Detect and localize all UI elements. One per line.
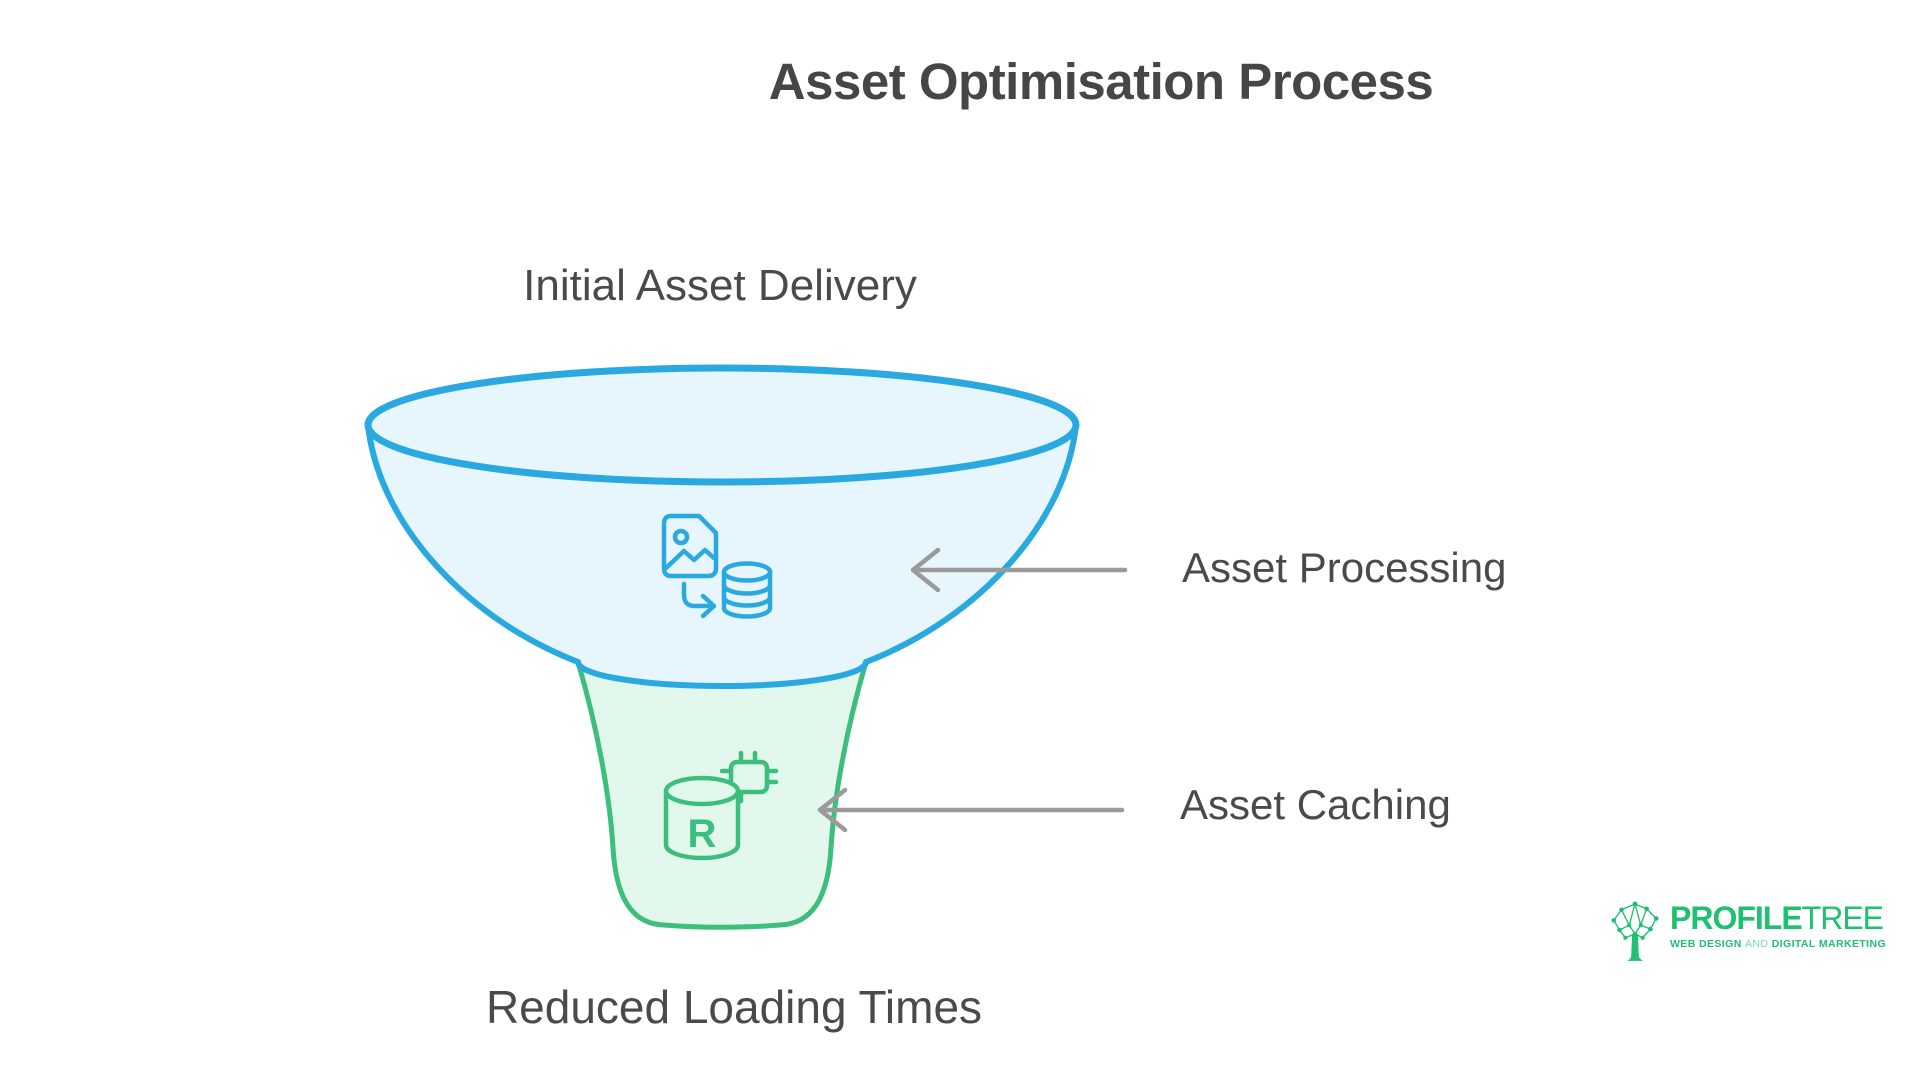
cache-letter: R (688, 812, 717, 856)
page-title: Asset Optimisation Process (768, 53, 1434, 110)
logo-brand-secondary: TREE (1801, 900, 1884, 936)
funnel-upper-section (364, 364, 1080, 689)
cache-database-icon: R (663, 775, 741, 861)
database-icon (721, 561, 773, 619)
arrow-asset-caching (817, 787, 1125, 833)
funnel-output-label: Reduced Loading Times (485, 981, 983, 1033)
funnel-input-label: Initial Asset Delivery (523, 261, 917, 310)
stage-label-asset-processing: Asset Processing (1182, 544, 1507, 591)
funnel-top-ellipse (364, 364, 1080, 486)
logo-tagline-lead: WEB DESIGN (1670, 938, 1742, 950)
image-file-icon (661, 513, 719, 579)
logo-tagline-and: AND (1745, 938, 1769, 950)
arrow-asset-processing (910, 547, 1128, 593)
logo-brand-primary: PROFILE (1670, 900, 1803, 936)
logo-tagline-tail: DIGITAL MARKETING (1771, 938, 1887, 950)
profiletree-logo-icon (1611, 901, 1659, 961)
profiletree-logo: PROFILETREE WEB DESIGN AND DIGITAL MARKE… (1608, 898, 1886, 964)
logo-tagline: WEB DESIGN AND DIGITAL MARKETING (1670, 938, 1886, 950)
transfer-arrow-icon (681, 581, 717, 619)
stage-label-asset-caching: Asset Caching (1180, 781, 1451, 828)
chip-icon (719, 750, 779, 804)
logo-brand-text: PROFILETREE (1670, 902, 1886, 934)
